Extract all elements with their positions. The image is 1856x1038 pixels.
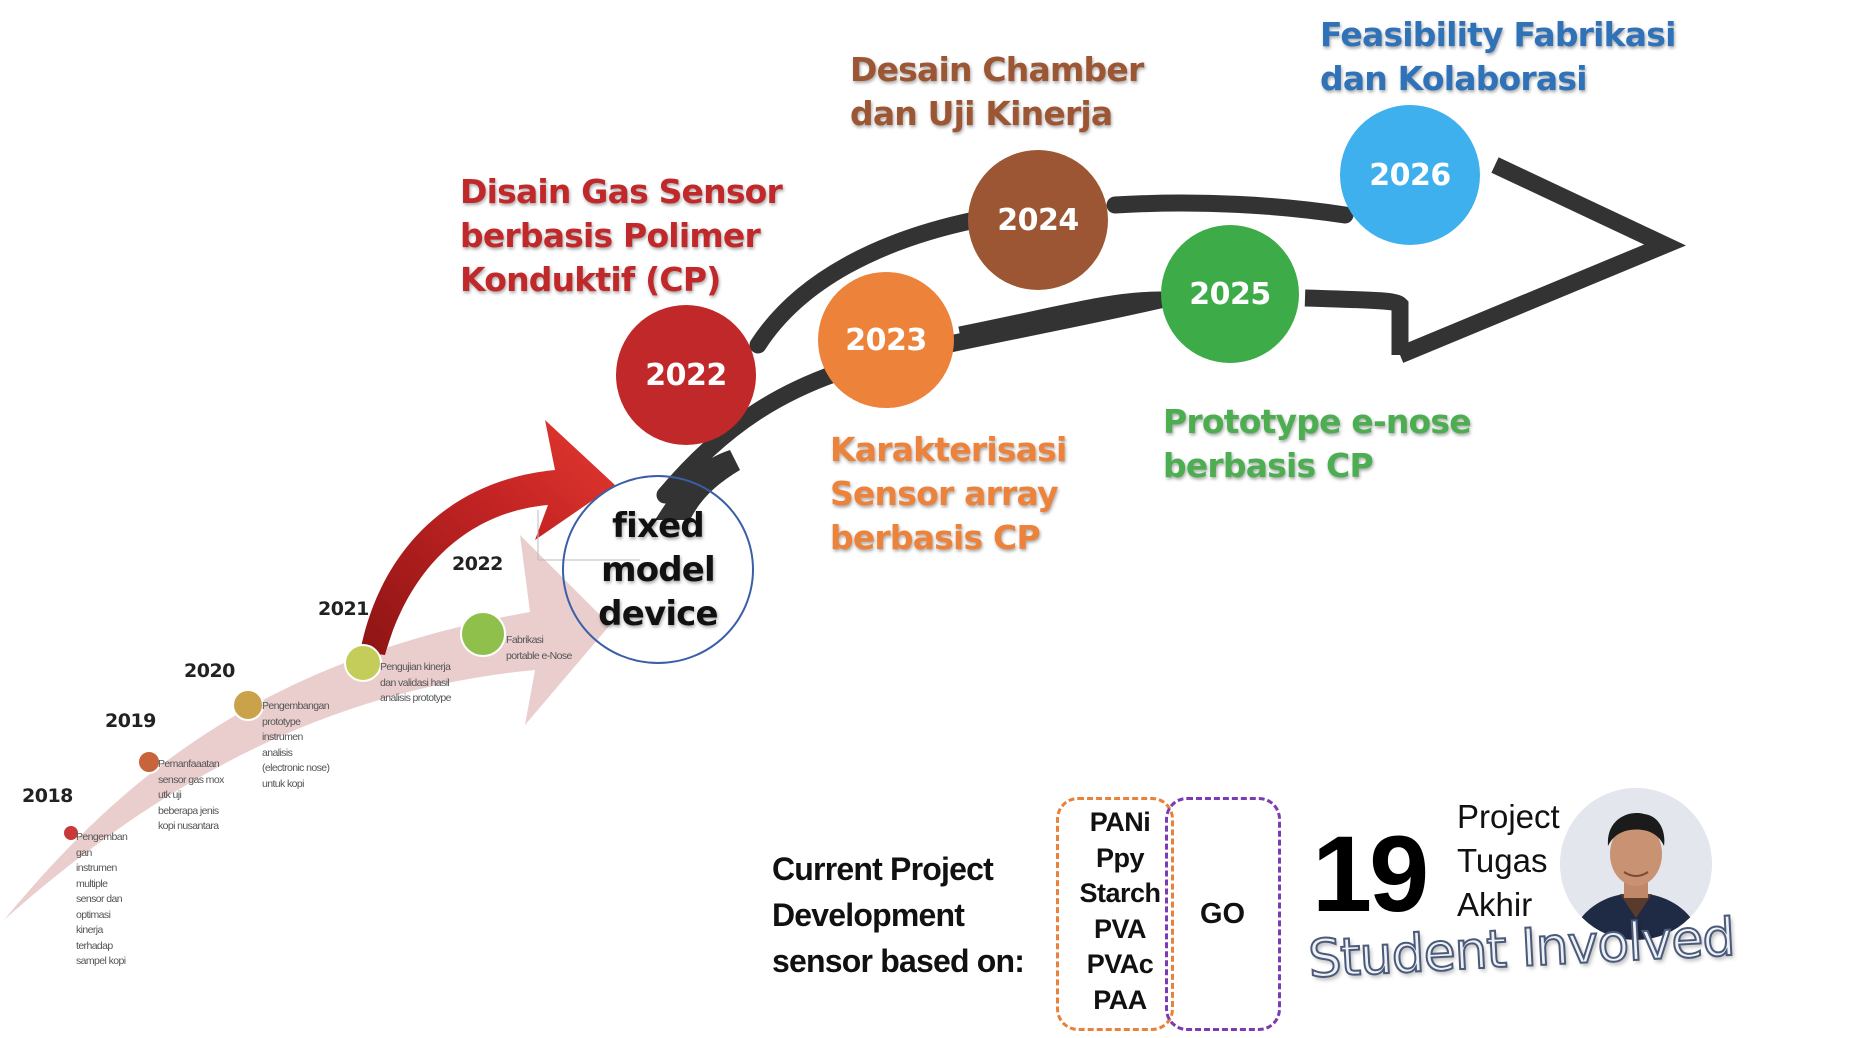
- desc-line: Pengembangan: [262, 700, 330, 712]
- desc-line: instrumen: [76, 862, 117, 874]
- milestone-title-2024: Desain Chamber dan Uji Kinerja: [850, 48, 1144, 136]
- desc-line: instrumen: [262, 731, 303, 743]
- label-line: Development: [772, 897, 965, 933]
- history-desc-2021: Pengujian kinerja dan validasi hasil ana…: [380, 660, 452, 707]
- history-dot-2020: [232, 689, 264, 721]
- materials-box: [1056, 797, 1174, 1031]
- milestone-year: 2026: [1369, 157, 1451, 193]
- student-avatar: [1560, 788, 1712, 940]
- go-box: [1165, 797, 1281, 1031]
- label-line: Project: [1457, 798, 1560, 835]
- title-line: Desain Chamber: [850, 50, 1144, 89]
- label-line: Akhir: [1457, 886, 1533, 923]
- track-upper: [749, 194, 1354, 354]
- history-year-2021: 2021: [318, 598, 369, 620]
- desc-line: sampel kopi: [76, 955, 126, 967]
- history-desc-2019: Pemanfaaatan sensor gas mox utk uji bebe…: [158, 757, 224, 835]
- student-count: 19: [1312, 813, 1429, 934]
- title-line: dan Kolaborasi: [1320, 59, 1588, 98]
- desc-line: sensor gas mox: [158, 773, 224, 786]
- title-line: Karakterisasi: [830, 430, 1067, 469]
- desc-line: beberapa jenis: [158, 804, 219, 817]
- milestone-circle-2023: 2023: [818, 272, 954, 408]
- desc-line: Fabrikasi: [506, 634, 544, 646]
- desc-line: portable e-Nose: [506, 649, 572, 662]
- history-dot-2022: [460, 611, 506, 657]
- desc-line: kinerja: [76, 924, 103, 936]
- history-year-2019: 2019: [105, 710, 156, 732]
- fixed-model-line: device: [598, 593, 718, 634]
- desc-line: dan validasi hasil: [380, 676, 450, 689]
- material-item: PANi: [1089, 807, 1151, 837]
- desc-line: untuk kopi: [262, 777, 304, 790]
- title-line: berbasis Polimer: [460, 216, 761, 255]
- history-desc-2020: Pengembangan prototype instrumen analisi…: [262, 699, 330, 792]
- title-line: berbasis CP: [1163, 446, 1374, 485]
- label-line: Current Project: [772, 851, 994, 887]
- desc-line: optimasi: [76, 908, 111, 921]
- material-item: Ppy: [1095, 842, 1145, 873]
- desc-line: analisis prototype: [380, 692, 452, 704]
- material-item: PAA: [1093, 984, 1147, 1015]
- history-dot-2019: [137, 750, 161, 774]
- history-year-2020: 2020: [184, 660, 235, 682]
- materials-list: PANi Ppy Starch PVA PVAc PAA: [1062, 805, 1178, 1018]
- milestone-circle-2022: 2022: [616, 305, 756, 445]
- milestone-circle-2026: 2026: [1340, 105, 1480, 245]
- desc-line: multiple: [76, 877, 108, 890]
- history-arrow: [4, 535, 610, 920]
- history-desc-2018: Pengemban gan instrumen multiple sensor …: [76, 830, 128, 970]
- material-item: Starch: [1079, 878, 1161, 908]
- desc-line: terhadap: [76, 939, 113, 952]
- desc-line: utk uji: [158, 789, 182, 801]
- person-photo-icon: [1560, 788, 1712, 940]
- milestone-title-2023: Karakterisasi Sensor array berbasis CP: [830, 428, 1067, 560]
- label-line: sensor based on:: [772, 943, 1025, 979]
- fixed-model-line: model: [601, 549, 716, 590]
- milestone-year: 2022: [645, 357, 727, 393]
- project-tugas-akhir-label: Project Tugas Akhir: [1457, 795, 1560, 927]
- desc-line: Pemanfaaatan: [158, 758, 220, 770]
- history-desc-2022: Fabrikasi portable e-Nose: [506, 633, 572, 664]
- milestone-year: 2025: [1189, 276, 1271, 312]
- title-line: Disain Gas Sensor: [460, 172, 783, 211]
- desc-line: analisis: [262, 746, 293, 759]
- title-line: dan Uji Kinerja: [850, 94, 1113, 133]
- title-line: Konduktif (CP): [460, 260, 721, 299]
- title-line: berbasis CP: [830, 518, 1041, 557]
- current-project-label: Current Project Development sensor based…: [772, 846, 1025, 984]
- desc-line: prototype: [262, 715, 301, 728]
- track-arrowhead: [1396, 157, 1686, 363]
- milestone-circle-2025: 2025: [1161, 225, 1299, 363]
- desc-line: (electronic nose): [262, 762, 330, 774]
- label-line: Tugas: [1457, 842, 1548, 879]
- history-year-2018: 2018: [22, 785, 73, 807]
- desc-line: kopi nusantara: [158, 820, 219, 832]
- desc-line: sensor dan: [76, 893, 123, 905]
- history-dot-2018: [62, 824, 80, 842]
- fixed-model-circle: fixed model device: [562, 475, 754, 664]
- milestone-circle-2024: 2024: [968, 150, 1108, 290]
- history-dot-2021: [344, 644, 382, 682]
- desc-line: Pengemban: [76, 831, 128, 843]
- milestone-year: 2023: [845, 322, 927, 358]
- material-item: PVA: [1093, 913, 1147, 944]
- track-lower-2: [958, 289, 1409, 355]
- history-year-2022: 2022: [452, 553, 503, 575]
- milestone-title-2022: Disain Gas Sensor berbasis Polimer Kondu…: [460, 170, 783, 302]
- go-label: GO: [1200, 898, 1246, 930]
- title-line: Sensor array: [830, 474, 1059, 513]
- desc-line: Pengujian kinerja: [380, 661, 451, 673]
- milestone-title-2026: Feasibility Fabrikasi dan Kolaborasi: [1320, 13, 1676, 101]
- jump-arrow: [360, 420, 615, 655]
- desc-line: gan: [76, 846, 92, 859]
- title-line: Feasibility Fabrikasi: [1320, 15, 1676, 54]
- milestone-year: 2024: [997, 202, 1079, 238]
- milestone-title-2025: Prototype e-nose berbasis CP: [1163, 400, 1472, 488]
- material-item: PVAc: [1086, 949, 1154, 979]
- fixed-model-line: fixed: [612, 505, 705, 546]
- title-line: Prototype e-nose: [1163, 402, 1472, 441]
